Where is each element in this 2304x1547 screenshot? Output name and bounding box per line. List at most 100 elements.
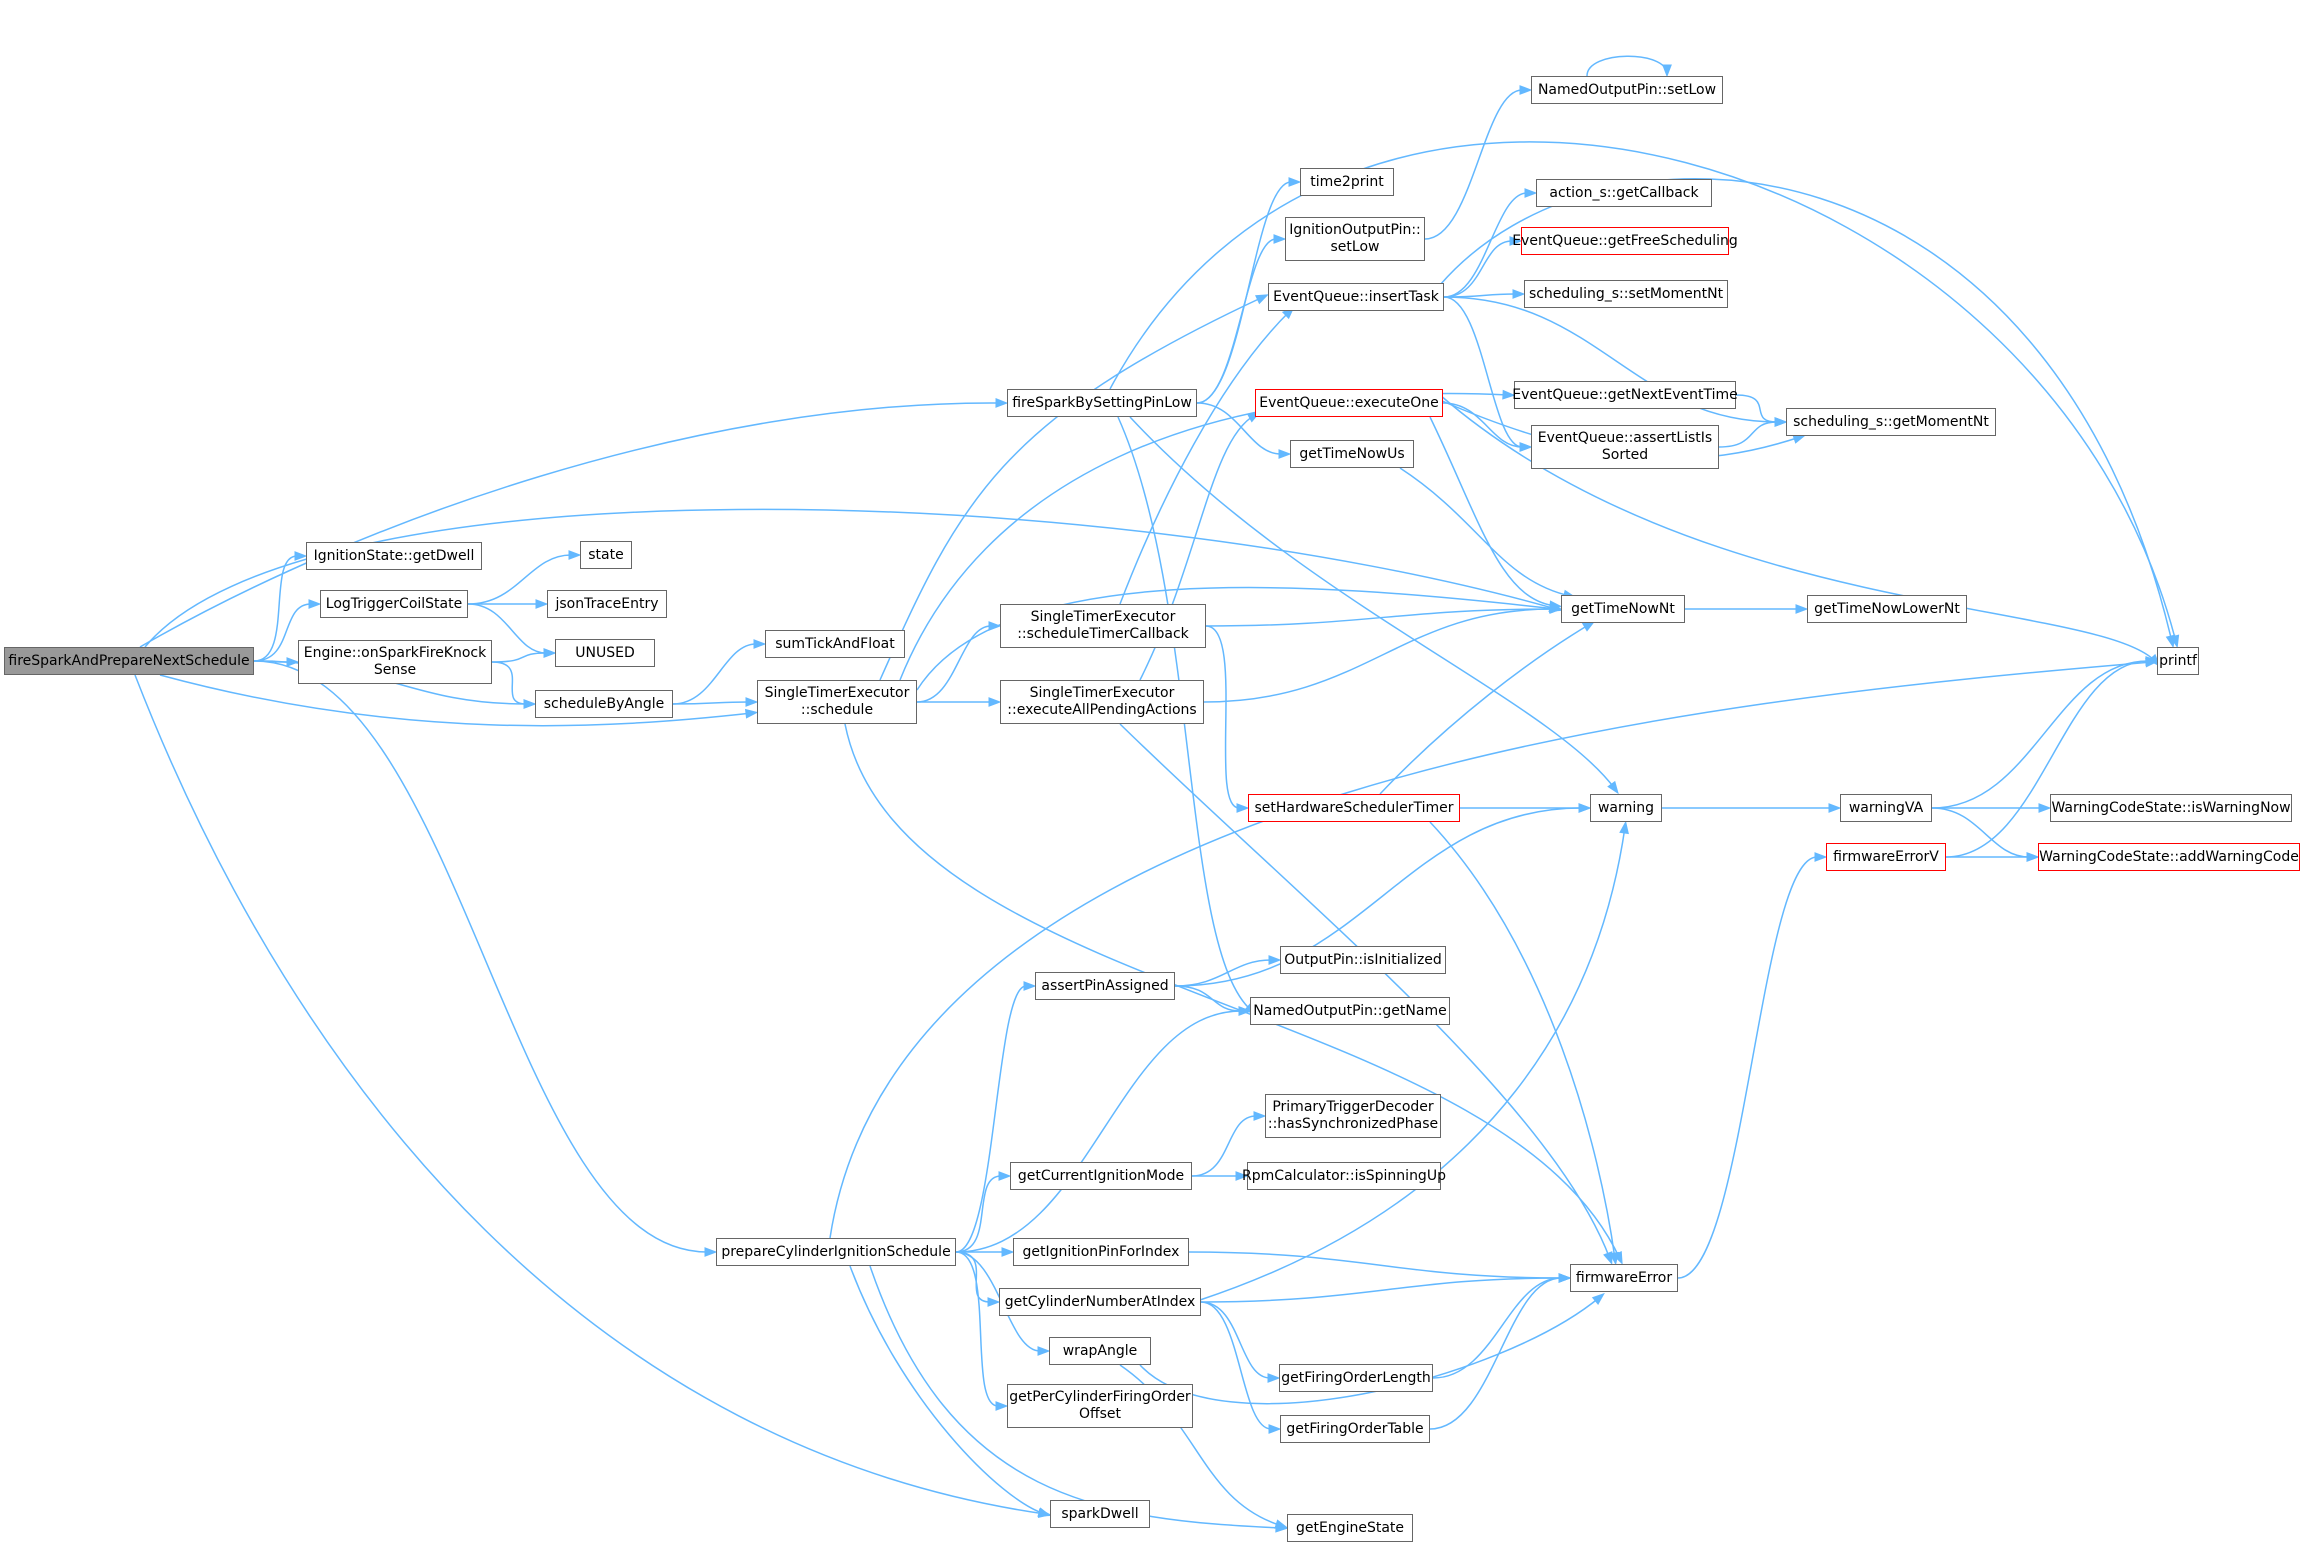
edge-prepareCyl-to-getPerCyl [955,1251,1009,1411]
edge-namedSetLow-to-namedSetLow [1586,55,1672,78]
edge-line [1199,826,1626,1301]
edge-line [916,625,992,703]
node-is-init[interactable]: OutputPin::isInitialized [1280,946,1446,974]
edge-line [1443,296,1778,423]
node-prepare-cyl[interactable]: prepareCylinderIgnitionSchedule [716,1238,956,1266]
node-warning-v-a[interactable]: warningVA [1840,794,1932,822]
node-sum-tick[interactable]: sumTickAndFloat [765,630,905,658]
edge-line [955,1251,999,1407]
edge-arrowhead [1512,289,1526,299]
edge-line [672,643,757,705]
edge-arrowhead [2026,852,2040,862]
edge-arrowhead [308,599,322,609]
edge-line [829,661,2153,1239]
edge-line [1188,1251,1562,1279]
edge-arrowhead [1278,449,1292,459]
edge-arrowhead [1268,955,1282,965]
edge-line [1432,1277,1562,1379]
edge-arrowhead [1274,1519,1289,1529]
edge-arrowhead [1288,177,1302,187]
edge-line [1443,296,1523,448]
node-fw-error[interactable]: firmwareError [1570,1264,1678,1292]
edge-line [1174,959,1272,987]
node-get-callback[interactable]: action_s::getCallback [1536,179,1712,207]
node-get-time-now-nt[interactable]: getTimeNowNt [1561,595,1685,623]
node-set-moment-nt[interactable]: scheduling_s::setMomentNt [1524,280,1728,308]
edge-line [1379,623,1591,795]
node-sched-by-angle[interactable]: scheduleByAngle [535,690,673,718]
node-insert-task[interactable]: EventQueue::insertTask [1268,283,1444,311]
edge-line [1399,467,1571,597]
node-get-lower-nt[interactable]: getTimeNowLowerNt [1807,595,1967,623]
node-unused[interactable]: UNUSED [555,639,655,667]
edge-line [1677,856,1818,1279]
node-root[interactable]: fireSparkAndPrepareNextSchedule [4,647,254,675]
edge-arrowhead [1795,604,1809,614]
node-set-hw-timer[interactable]: setHardwareSchedulerTimer [1248,794,1460,822]
node-assert-sorted[interactable]: EventQueue::assertListIs Sorted [1531,425,1719,469]
edge-line [144,508,1557,648]
node-is-warning-now[interactable]: WarningCodeState::isWarningNow [2050,794,2292,822]
edge-prepareCyl-to-getIgnPin [956,1247,1015,1257]
node-get-f-o-length[interactable]: getFiringOrderLength [1279,1364,1433,1392]
node-printf[interactable]: printf [2157,647,2199,675]
node-fw-error-v[interactable]: firmwareErrorV [1826,843,1946,871]
edge-arrowhead [1273,234,1287,244]
node-ste-exec-all[interactable]: SingleTimerExecutor ::executeAllPendingA… [1000,680,1204,724]
node-get-ign-mode[interactable]: getCurrentIgnitionMode [1010,1162,1192,1190]
node-get-dwell[interactable]: IgnitionState::getDwell [306,542,482,570]
node-execute-one[interactable]: EventQueue::executeOne [1255,389,1443,417]
node-named-set-low[interactable]: NamedOutputPin::setLow [1531,76,1723,104]
edge-arrowhead [2145,657,2159,668]
node-get-moment-nt[interactable]: scheduling_s::getMomentNt [1786,408,1996,436]
node-get-name[interactable]: NamedOutputPin::getName [1250,997,1450,1025]
node-is-spinning[interactable]: RpmCalculator::isSpinningUp [1242,1162,1446,1190]
edge-line [849,1265,1046,1515]
node-ste-callback[interactable]: SingleTimerExecutor ::scheduleTimerCallb… [1000,604,1206,648]
edge-root-to-fireSpark [139,398,1009,648]
edge-line [1718,421,1778,448]
node-get-per-cyl[interactable]: getPerCylinderFiringOrder Offset [1007,1384,1193,1428]
node-fire-spark[interactable]: fireSparkBySettingPinLow [1007,389,1197,417]
edge-line [253,603,312,662]
edge-line [1205,608,1553,627]
node-json-trace[interactable]: jsonTraceEntry [547,590,667,618]
node-time2print[interactable]: time2print [1300,168,1394,196]
edge-insertTask-to-getCallback [1443,188,1538,298]
edge-line [1931,807,2030,858]
edge-arrowhead [1235,1171,1249,1181]
edge-line [1439,394,2157,663]
edge-arrowhead [1828,803,1842,813]
node-add-warning[interactable]: WarningCodeState::addWarningCode [2038,843,2300,871]
edge-line [1200,1277,1562,1303]
edge-arrowhead [1023,981,1037,991]
edge-arrowhead [1578,803,1592,813]
node-ign-set-low[interactable]: IgnitionOutputPin:: setLow [1285,217,1425,261]
node-get-cyl-num[interactable]: getCylinderNumberAtIndex [999,1288,1201,1316]
edge-line [467,554,572,605]
edge-arrowhead [1253,1111,1267,1121]
edge-line [1196,402,1282,455]
edge-getCylNum-to-getFOTable [1200,1301,1282,1434]
edge-line [253,555,298,662]
node-has-sync[interactable]: PrimaryTriggerDecoder ::hasSynchronizedP… [1265,1094,1441,1138]
node-get-f-o-table[interactable]: getFiringOrderTable [1280,1415,1430,1443]
node-log-trigger[interactable]: LogTriggerCoilState [320,590,468,618]
edge-assertPin-to-warning [1174,803,1592,987]
node-get-free-sched[interactable]: EventQueue::getFreeScheduling [1512,227,1738,255]
edge-arrowhead [1037,1507,1052,1517]
node-on-spark[interactable]: Engine::onSparkFireKnock Sense [298,640,492,684]
node-ste-schedule[interactable]: SingleTimerExecutor ::schedule [757,680,917,724]
node-warning[interactable]: warning [1590,794,1662,822]
edge-fwError-to-fwErrorV [1677,852,1828,1279]
edge-arrowhead [745,697,759,707]
node-assert-pin[interactable]: assertPinAssigned [1035,972,1175,1000]
node-spark-dwell[interactable]: sparkDwell [1050,1500,1150,1528]
node-get-next-event[interactable]: EventQueue::getNextEventTime [1512,381,1738,409]
node-get-ign-pin[interactable]: getIgnitionPinForIndex [1013,1238,1189,1266]
edge-arrowhead [294,551,308,561]
node-get-engine-state[interactable]: getEngineState [1287,1514,1413,1542]
node-wrap-angle[interactable]: wrapAngle [1049,1337,1151,1365]
node-state[interactable]: state [580,541,632,569]
node-get-time-now-us[interactable]: getTimeNowUs [1290,440,1414,468]
